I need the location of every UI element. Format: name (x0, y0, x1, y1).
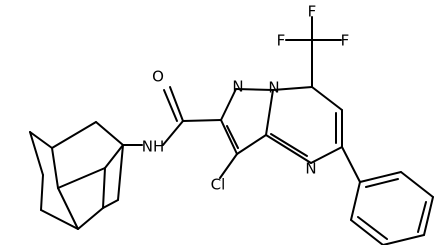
bond (57, 187, 79, 230)
chlorine-label: Cl (211, 176, 226, 194)
bond (236, 134, 267, 155)
bond (104, 144, 124, 169)
bond (51, 121, 97, 149)
bond (350, 219, 384, 245)
bond (272, 86, 313, 91)
bond (102, 199, 119, 209)
bond (40, 174, 44, 211)
bond (163, 89, 178, 122)
amide-nh-label: NH (142, 138, 165, 156)
bond (235, 88, 274, 91)
bond (350, 181, 361, 221)
bond (29, 131, 44, 176)
ring-n2-label: N (268, 79, 279, 97)
bond (40, 209, 79, 230)
ring-n3-label: N (305, 160, 316, 178)
bond (417, 201, 427, 233)
bond (77, 207, 104, 230)
bond (310, 146, 343, 164)
bond (29, 131, 53, 149)
phenyl-group (341, 146, 434, 245)
bond (265, 89, 274, 136)
fluorine-bottom-label: F (308, 3, 317, 21)
bond (423, 196, 434, 236)
bond (382, 234, 425, 245)
bond (117, 144, 124, 201)
bond (51, 147, 59, 189)
pyrazolopyrimidine-core (219, 86, 343, 179)
bond (102, 167, 106, 209)
bond (311, 86, 343, 111)
bond (220, 88, 237, 121)
oxygen-label: O (152, 68, 164, 86)
fluorine-left-label: F (277, 32, 286, 50)
bond (365, 178, 399, 188)
bond (400, 171, 434, 198)
bond (357, 216, 388, 240)
bond (226, 125, 239, 149)
bond (182, 119, 222, 122)
bond (359, 171, 402, 183)
ring-n1-label: N (232, 78, 243, 96)
bond (220, 119, 238, 155)
bond (265, 134, 312, 164)
trifluoromethyl-group (285, 16, 342, 88)
bond (57, 167, 106, 189)
bond (341, 146, 361, 183)
bond (219, 153, 238, 179)
bond (95, 121, 124, 146)
amide-linker (122, 86, 222, 146)
bond (270, 133, 308, 157)
adamantyl-group (29, 121, 124, 230)
bond (169, 86, 184, 122)
bond (162, 120, 184, 146)
fluorine-right-label: F (341, 32, 350, 50)
